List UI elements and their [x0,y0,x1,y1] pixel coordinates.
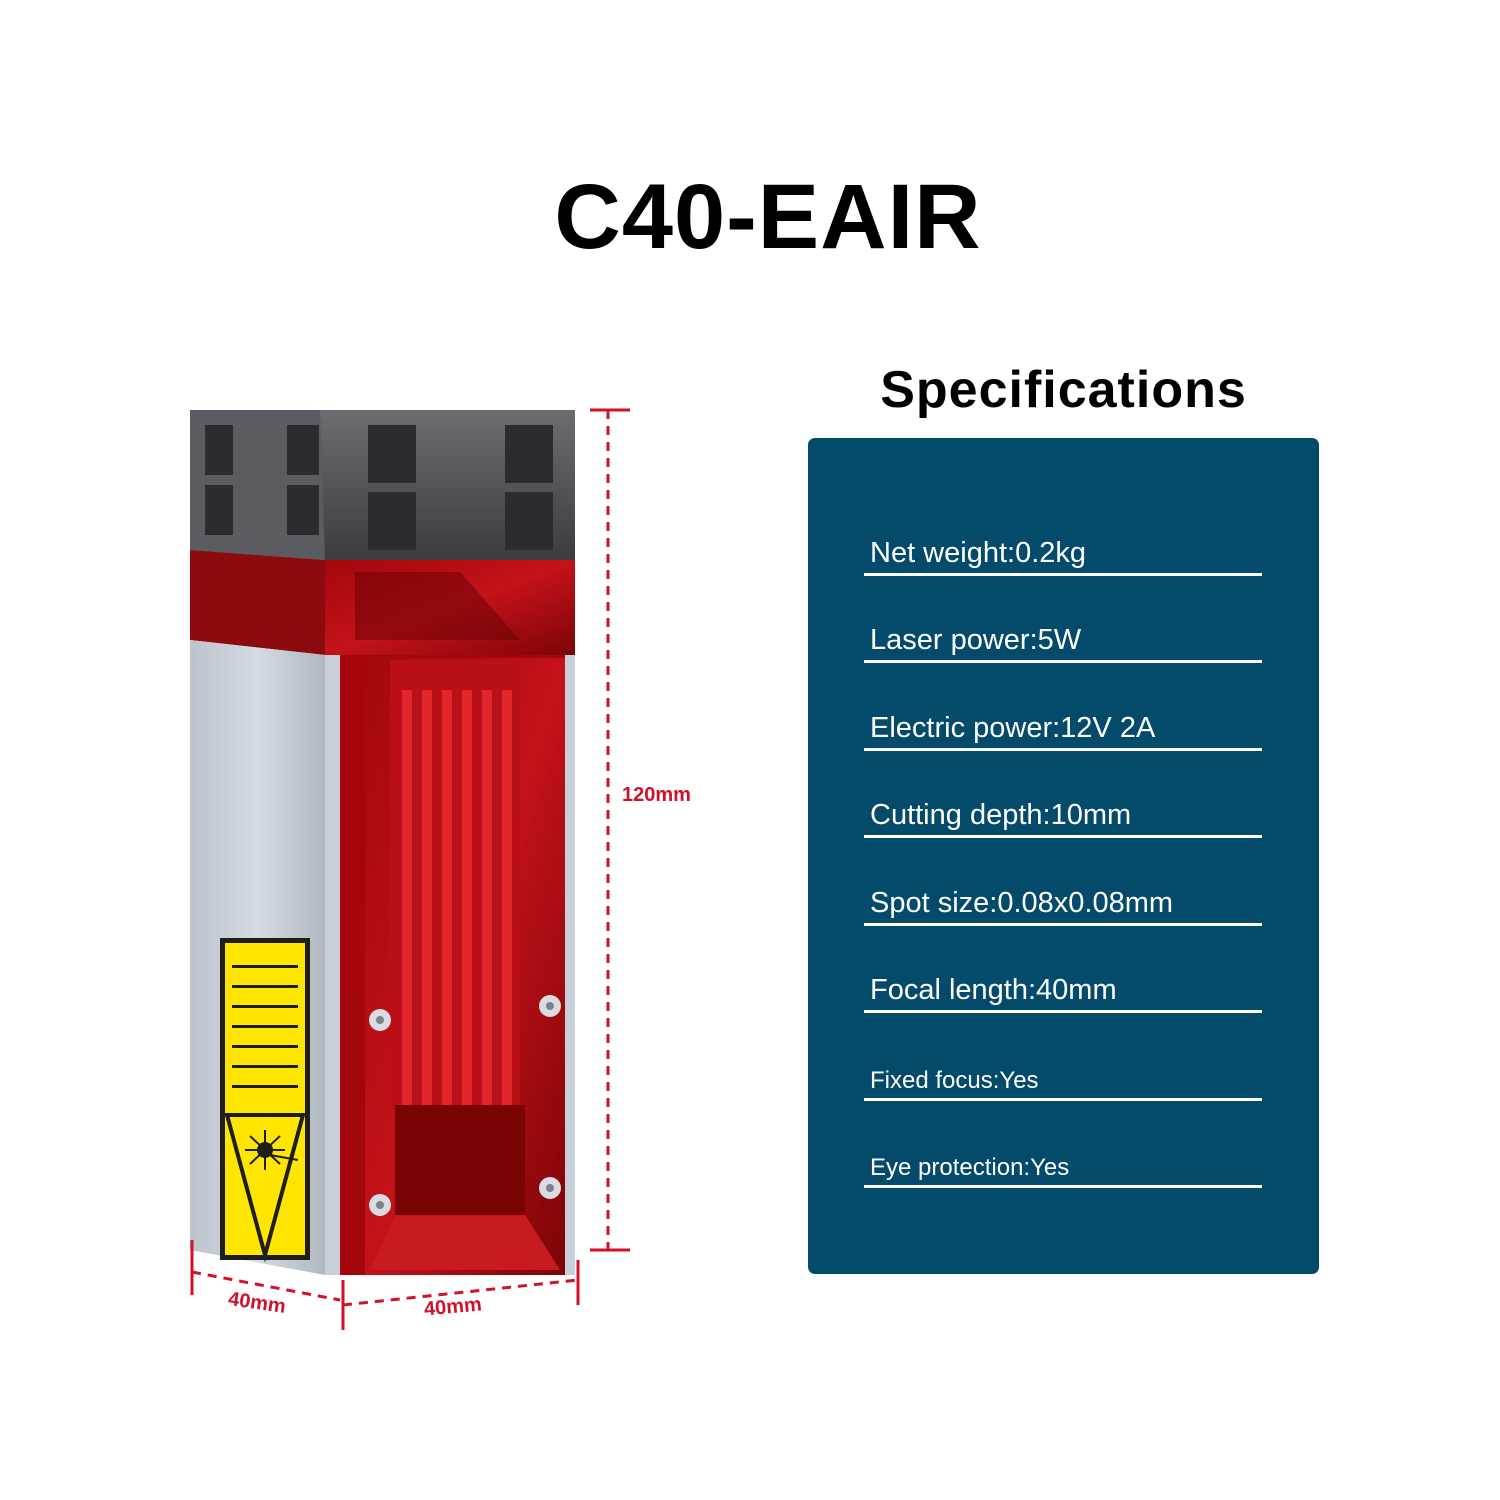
spec-cutting-depth: Cutting depth:10mm [864,795,1262,838]
fan-cap [190,410,575,560]
red-front-panel [365,658,565,1275]
spec-laser-power: Laser power:5W [864,620,1262,663]
product-title: C40-EAIR [554,166,982,268]
spec-eye-protection: Eye protection:Yes [864,1145,1262,1188]
red-cover-band [190,550,575,655]
spec-electric-power: Electric power:12V 2A [864,708,1262,751]
laser-hazard-icon [220,938,310,1263]
specifications-panel [808,438,1319,1274]
spec-net-weight: Net weight:0.2kg [864,533,1262,576]
spec-spot-size: Spot size:0.08x0.08mm [864,883,1262,926]
laser-module-image [190,408,630,1330]
specifications-heading: Specifications [880,361,1247,419]
height-dimension-label: 120mm [622,784,691,806]
dimension-lines [190,408,630,1330]
spec-fixed-focus: Fixed focus:Yes [864,1058,1262,1101]
spec-focal-length: Focal length:40mm [864,970,1262,1013]
